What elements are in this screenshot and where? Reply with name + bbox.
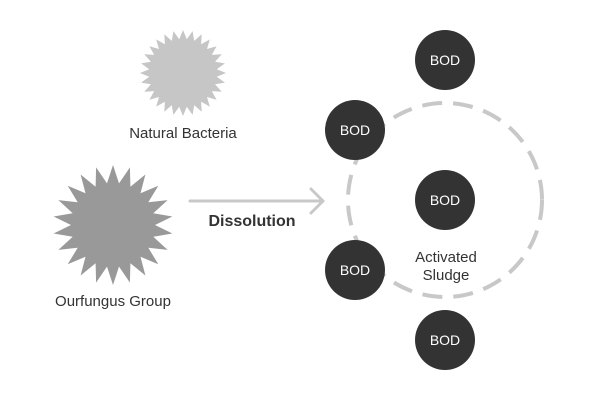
bod-label: BOD bbox=[430, 332, 460, 348]
bod-label: BOD bbox=[340, 122, 370, 138]
bod-circle-lower-left: BOD bbox=[325, 240, 385, 300]
fungus-group-icon bbox=[53, 165, 173, 285]
activated-sludge-label-line1: Activated bbox=[415, 249, 477, 266]
dissolution-arrow bbox=[188, 187, 325, 215]
natural-bacteria-label: Natural Bacteria bbox=[129, 125, 237, 142]
bod-label: BOD bbox=[340, 262, 370, 278]
bod-label: BOD bbox=[430, 192, 460, 208]
activated-sludge-label-line2: Sludge bbox=[423, 267, 470, 284]
bod-circle-center: BOD bbox=[415, 170, 475, 230]
bod-circle-top: BOD bbox=[415, 30, 475, 90]
bod-circle-bottom: BOD bbox=[415, 310, 475, 370]
dissolution-label: Dissolution bbox=[208, 213, 295, 230]
natural-bacteria-icon bbox=[140, 30, 226, 116]
activated-sludge-ring bbox=[346, 101, 544, 299]
bod-label: BOD bbox=[430, 52, 460, 68]
fungus-group-label: Ourfungus Group bbox=[55, 293, 171, 310]
bod-circle-upper-left: BOD bbox=[325, 100, 385, 160]
